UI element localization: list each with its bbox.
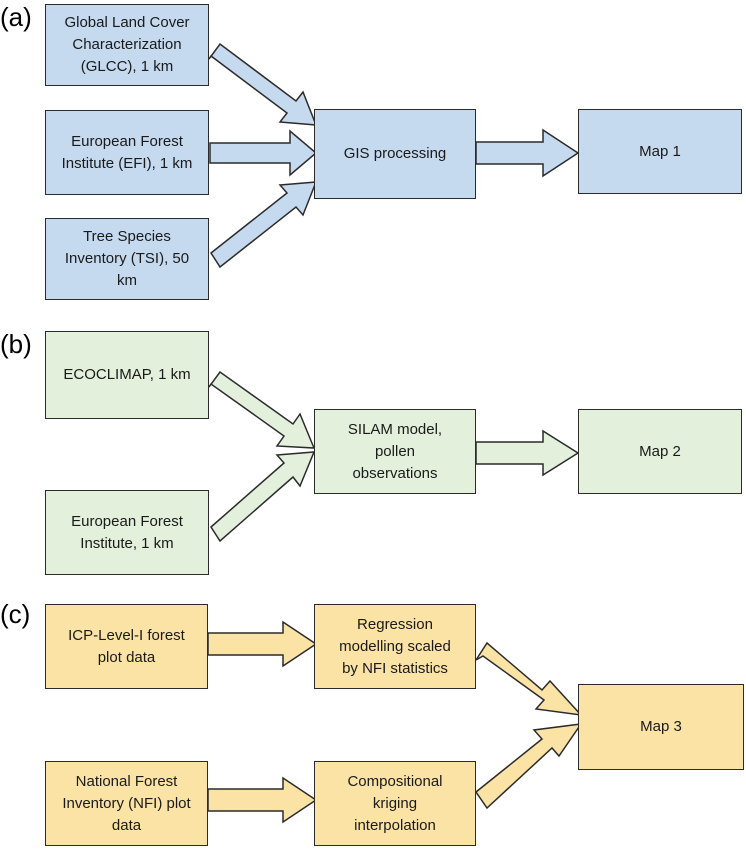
arrow-glcc-to-gis [208, 42, 318, 126]
arrow-nfi-to-kriging [207, 776, 318, 824]
panel-label-a: (a) [0, 2, 32, 32]
box-silam-model: SILAM model, pollen observations [314, 409, 476, 494]
box-map-2: Map 2 [578, 409, 742, 494]
arrow-efi-to-silam [210, 451, 316, 543]
box-map-3: Map 3 [578, 684, 744, 770]
box-icp-level-i: ICP-Level-I forest plot data [45, 604, 208, 689]
box-nfi: National Forest Inventory (NFI) plot dat… [45, 761, 208, 846]
panel-label-c: (c) [0, 599, 31, 629]
box-gis-processing: GIS processing [314, 109, 476, 199]
box-map-1: Map 1 [578, 109, 742, 194]
box-efi-b: European Forest Institute, 1 km [45, 490, 209, 575]
arrow-icp-to-regression [207, 620, 318, 668]
box-kriging: Compositional kriging interpolation [314, 761, 476, 846]
arrow-gis-to-map1 [475, 128, 580, 178]
box-glcc: Global Land Cover Characterization (GLCC… [45, 4, 209, 86]
box-ecoclimap: ECOCLIMAP, 1 km [45, 331, 209, 419]
box-efi: European Forest Institute (EFI), 1 km [45, 110, 209, 195]
arrow-tsi-to-gis [210, 181, 318, 269]
arrow-kriging-to-map3 [474, 723, 583, 810]
box-tsi: Tree Species Inventory (TSI), 50 km [45, 218, 209, 300]
arrow-efi-to-gis [209, 129, 318, 177]
arrow-silam-to-map2 [475, 429, 580, 477]
arrow-regression-to-map3 [475, 641, 583, 717]
arrow-ecoclimap-to-silam [208, 370, 316, 449]
panel-label-b: (b) [0, 329, 32, 359]
box-regression: Regression modelling scaled by NFI stati… [314, 604, 476, 689]
